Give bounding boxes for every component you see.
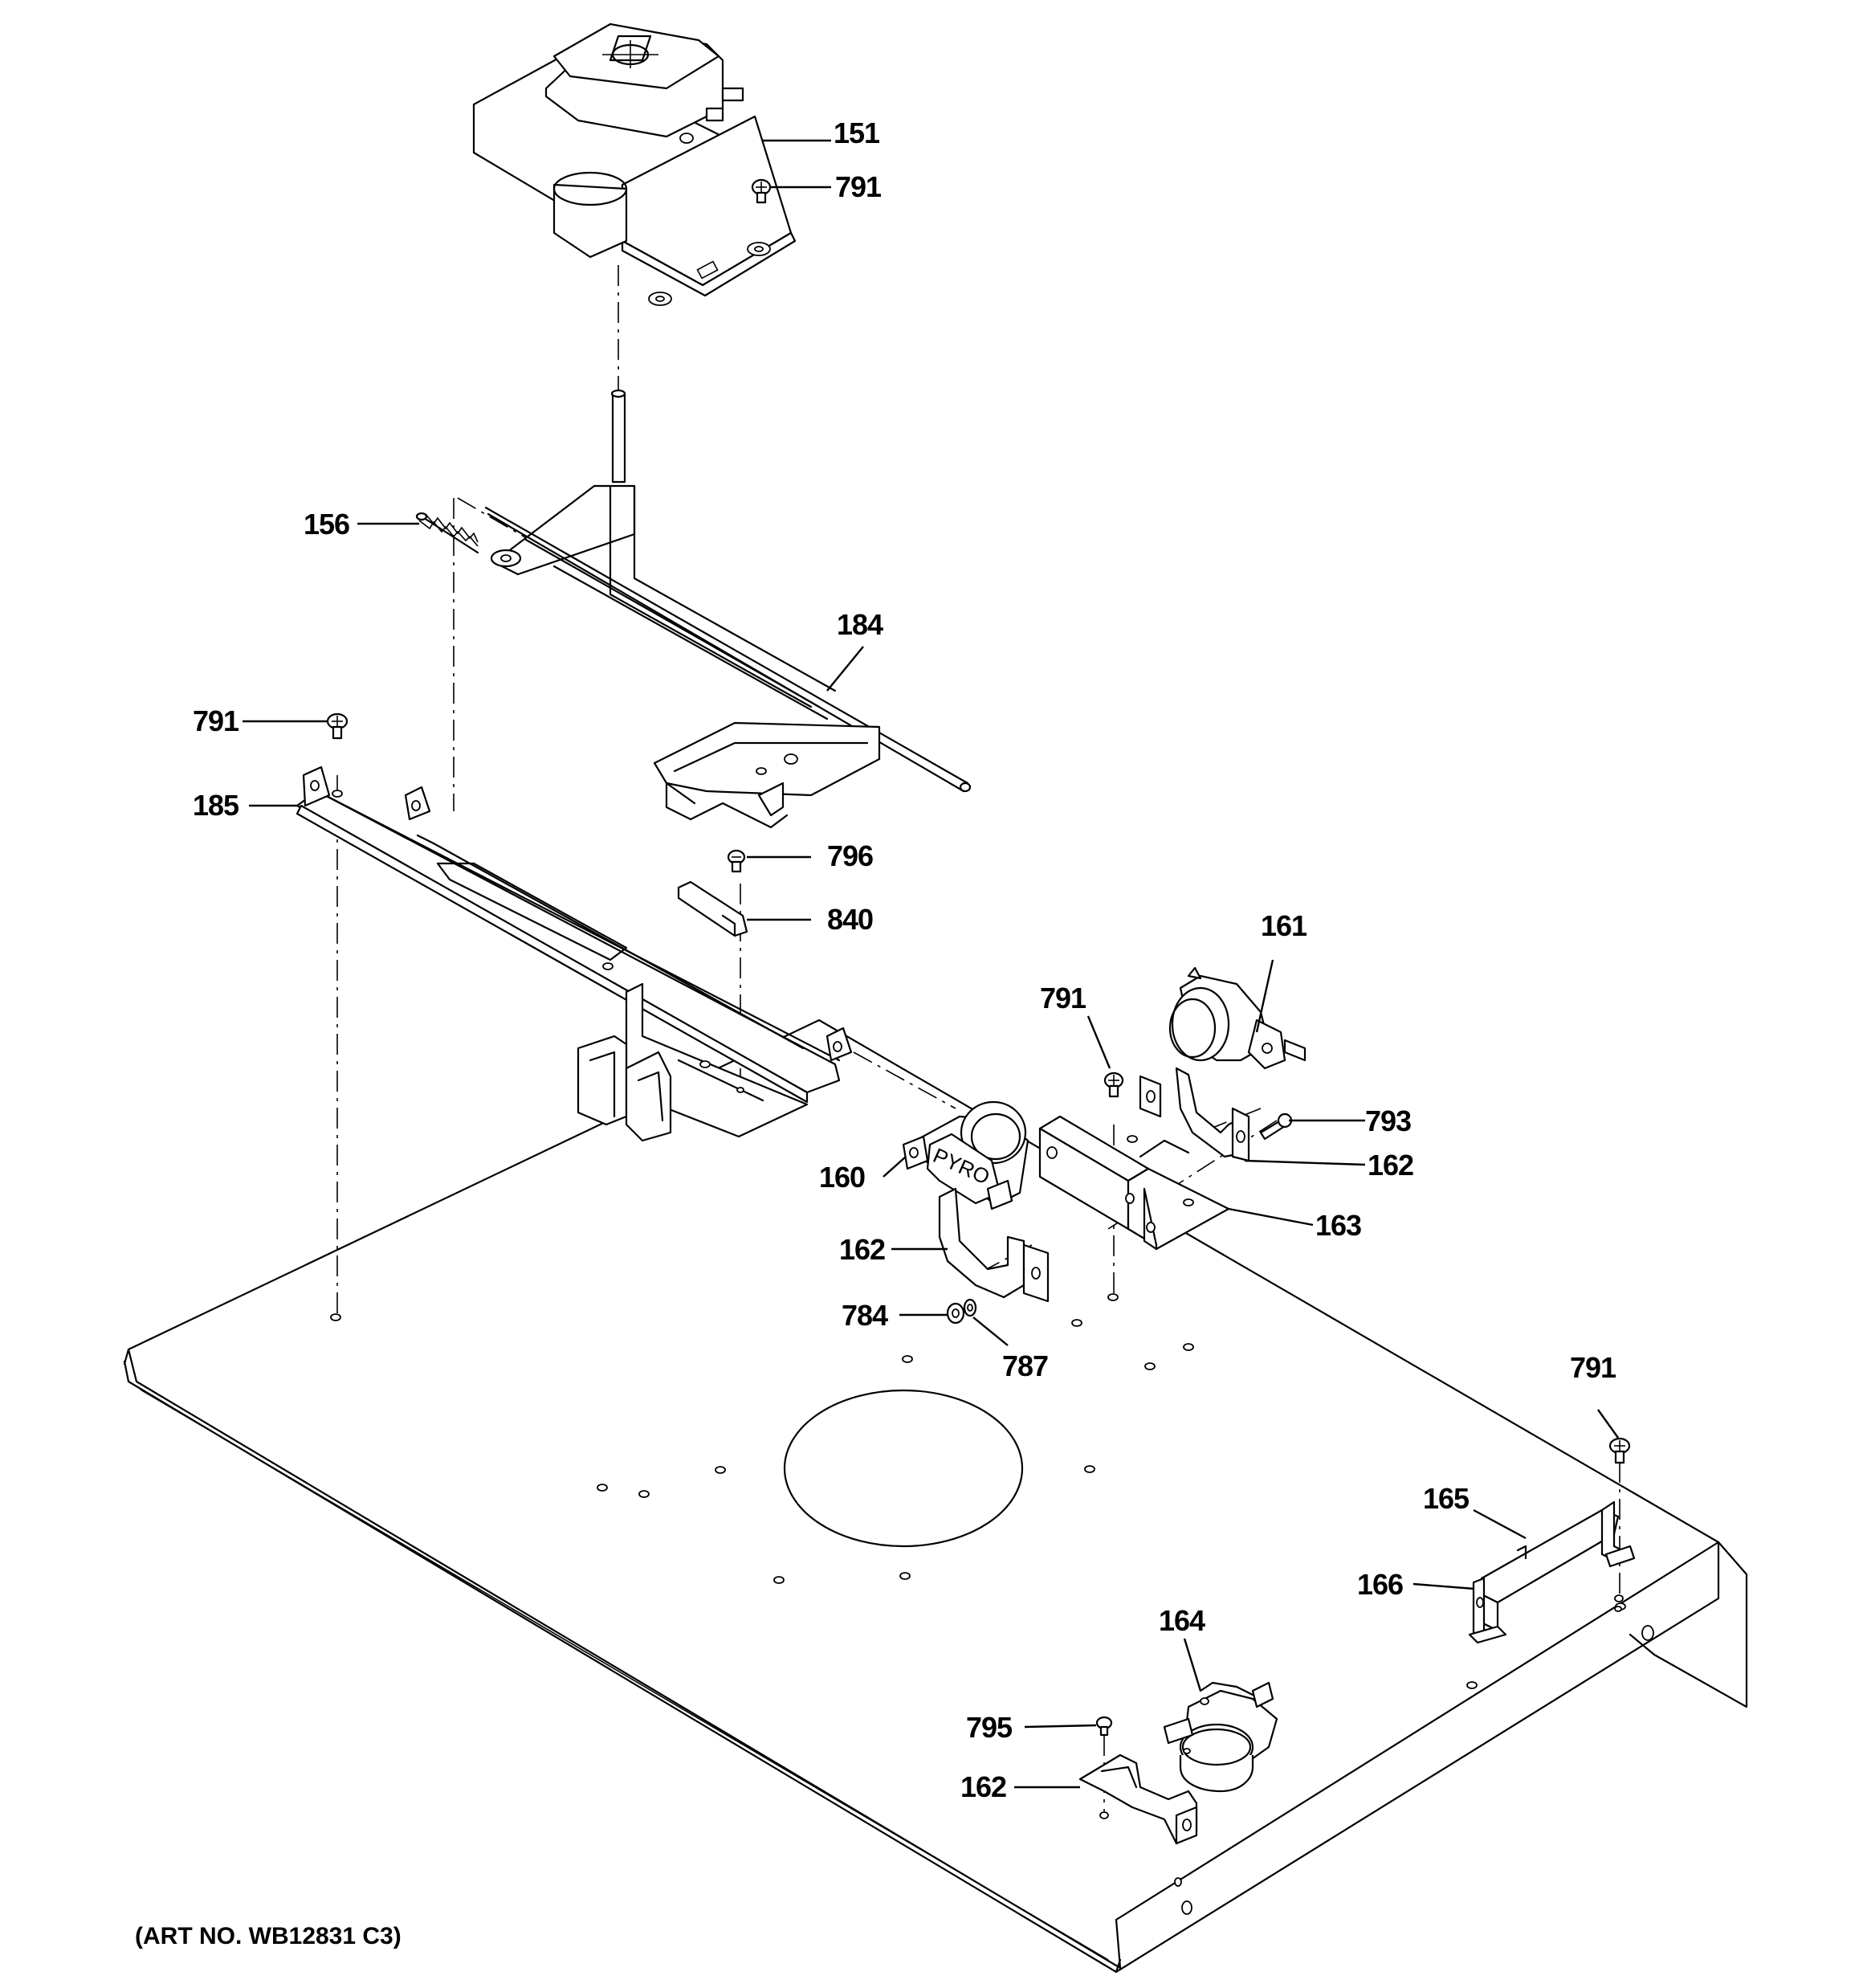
latch-rod-assembly <box>484 389 972 829</box>
callout-160: 160 <box>819 1161 865 1194</box>
callout-163: 163 <box>1315 1209 1361 1242</box>
assembly-centerlines <box>336 265 1620 1811</box>
callout-161: 161 <box>1261 909 1307 942</box>
callout-840: 840 <box>827 903 873 936</box>
callout-184: 184 <box>837 608 883 641</box>
screw-791-mid <box>1103 1072 1124 1098</box>
pyro-switch-160: PYRO <box>902 1100 1029 1210</box>
bracket-163 <box>1038 1115 1230 1251</box>
callout-791-right: 791 <box>1570 1351 1616 1384</box>
callout-162-bottom: 162 <box>960 1770 1006 1803</box>
base-plate-holes <box>330 1293 1654 1915</box>
thermostat-164 <box>1163 1681 1278 1793</box>
callout-793: 793 <box>1365 1104 1411 1137</box>
callout-791-mid: 791 <box>1040 982 1086 1014</box>
callout-164: 164 <box>1159 1604 1205 1637</box>
clip-162-bottom <box>1078 1753 1198 1845</box>
nut-784 <box>946 1302 965 1325</box>
screw-796 <box>727 849 746 873</box>
callout-795: 795 <box>966 1711 1013 1744</box>
clip-162-left <box>938 1187 1050 1303</box>
base-plate <box>123 1018 1748 1974</box>
callout-162-left: 162 <box>839 1233 885 1266</box>
clip-162-right <box>1139 1067 1250 1162</box>
callout-165: 165 <box>1423 1482 1470 1515</box>
thermostat-161 <box>1168 966 1307 1070</box>
screw-793 <box>1259 1112 1293 1141</box>
callout-labels: 151 791 156 184 791 185 796 840 161 791 … <box>193 116 1617 1803</box>
washer-787 <box>963 1298 977 1317</box>
screw-791-top <box>751 178 772 204</box>
spring-156 <box>415 512 479 554</box>
callout-796: 796 <box>827 839 873 872</box>
callout-166: 166 <box>1357 1568 1403 1601</box>
bracket-185 <box>296 765 853 1142</box>
callout-156: 156 <box>304 508 349 541</box>
leader-lines <box>243 139 1619 1789</box>
art-number: (ART NO. WB12831 C3) <box>135 1923 402 1949</box>
clip-840 <box>677 880 748 937</box>
callout-791-left: 791 <box>193 704 239 737</box>
screw-791-right <box>1608 1437 1631 1464</box>
callout-162-right: 162 <box>1368 1149 1413 1182</box>
callout-784: 784 <box>842 1299 888 1332</box>
bracket-165-166 <box>1468 1500 1636 1644</box>
callout-791-top: 791 <box>835 170 882 203</box>
screw-795 <box>1095 1716 1113 1737</box>
callout-185: 185 <box>193 789 239 822</box>
motor-assembly <box>472 22 797 306</box>
callout-787: 787 <box>1002 1349 1048 1382</box>
callout-151: 151 <box>834 116 880 149</box>
screw-791-left <box>326 712 349 740</box>
